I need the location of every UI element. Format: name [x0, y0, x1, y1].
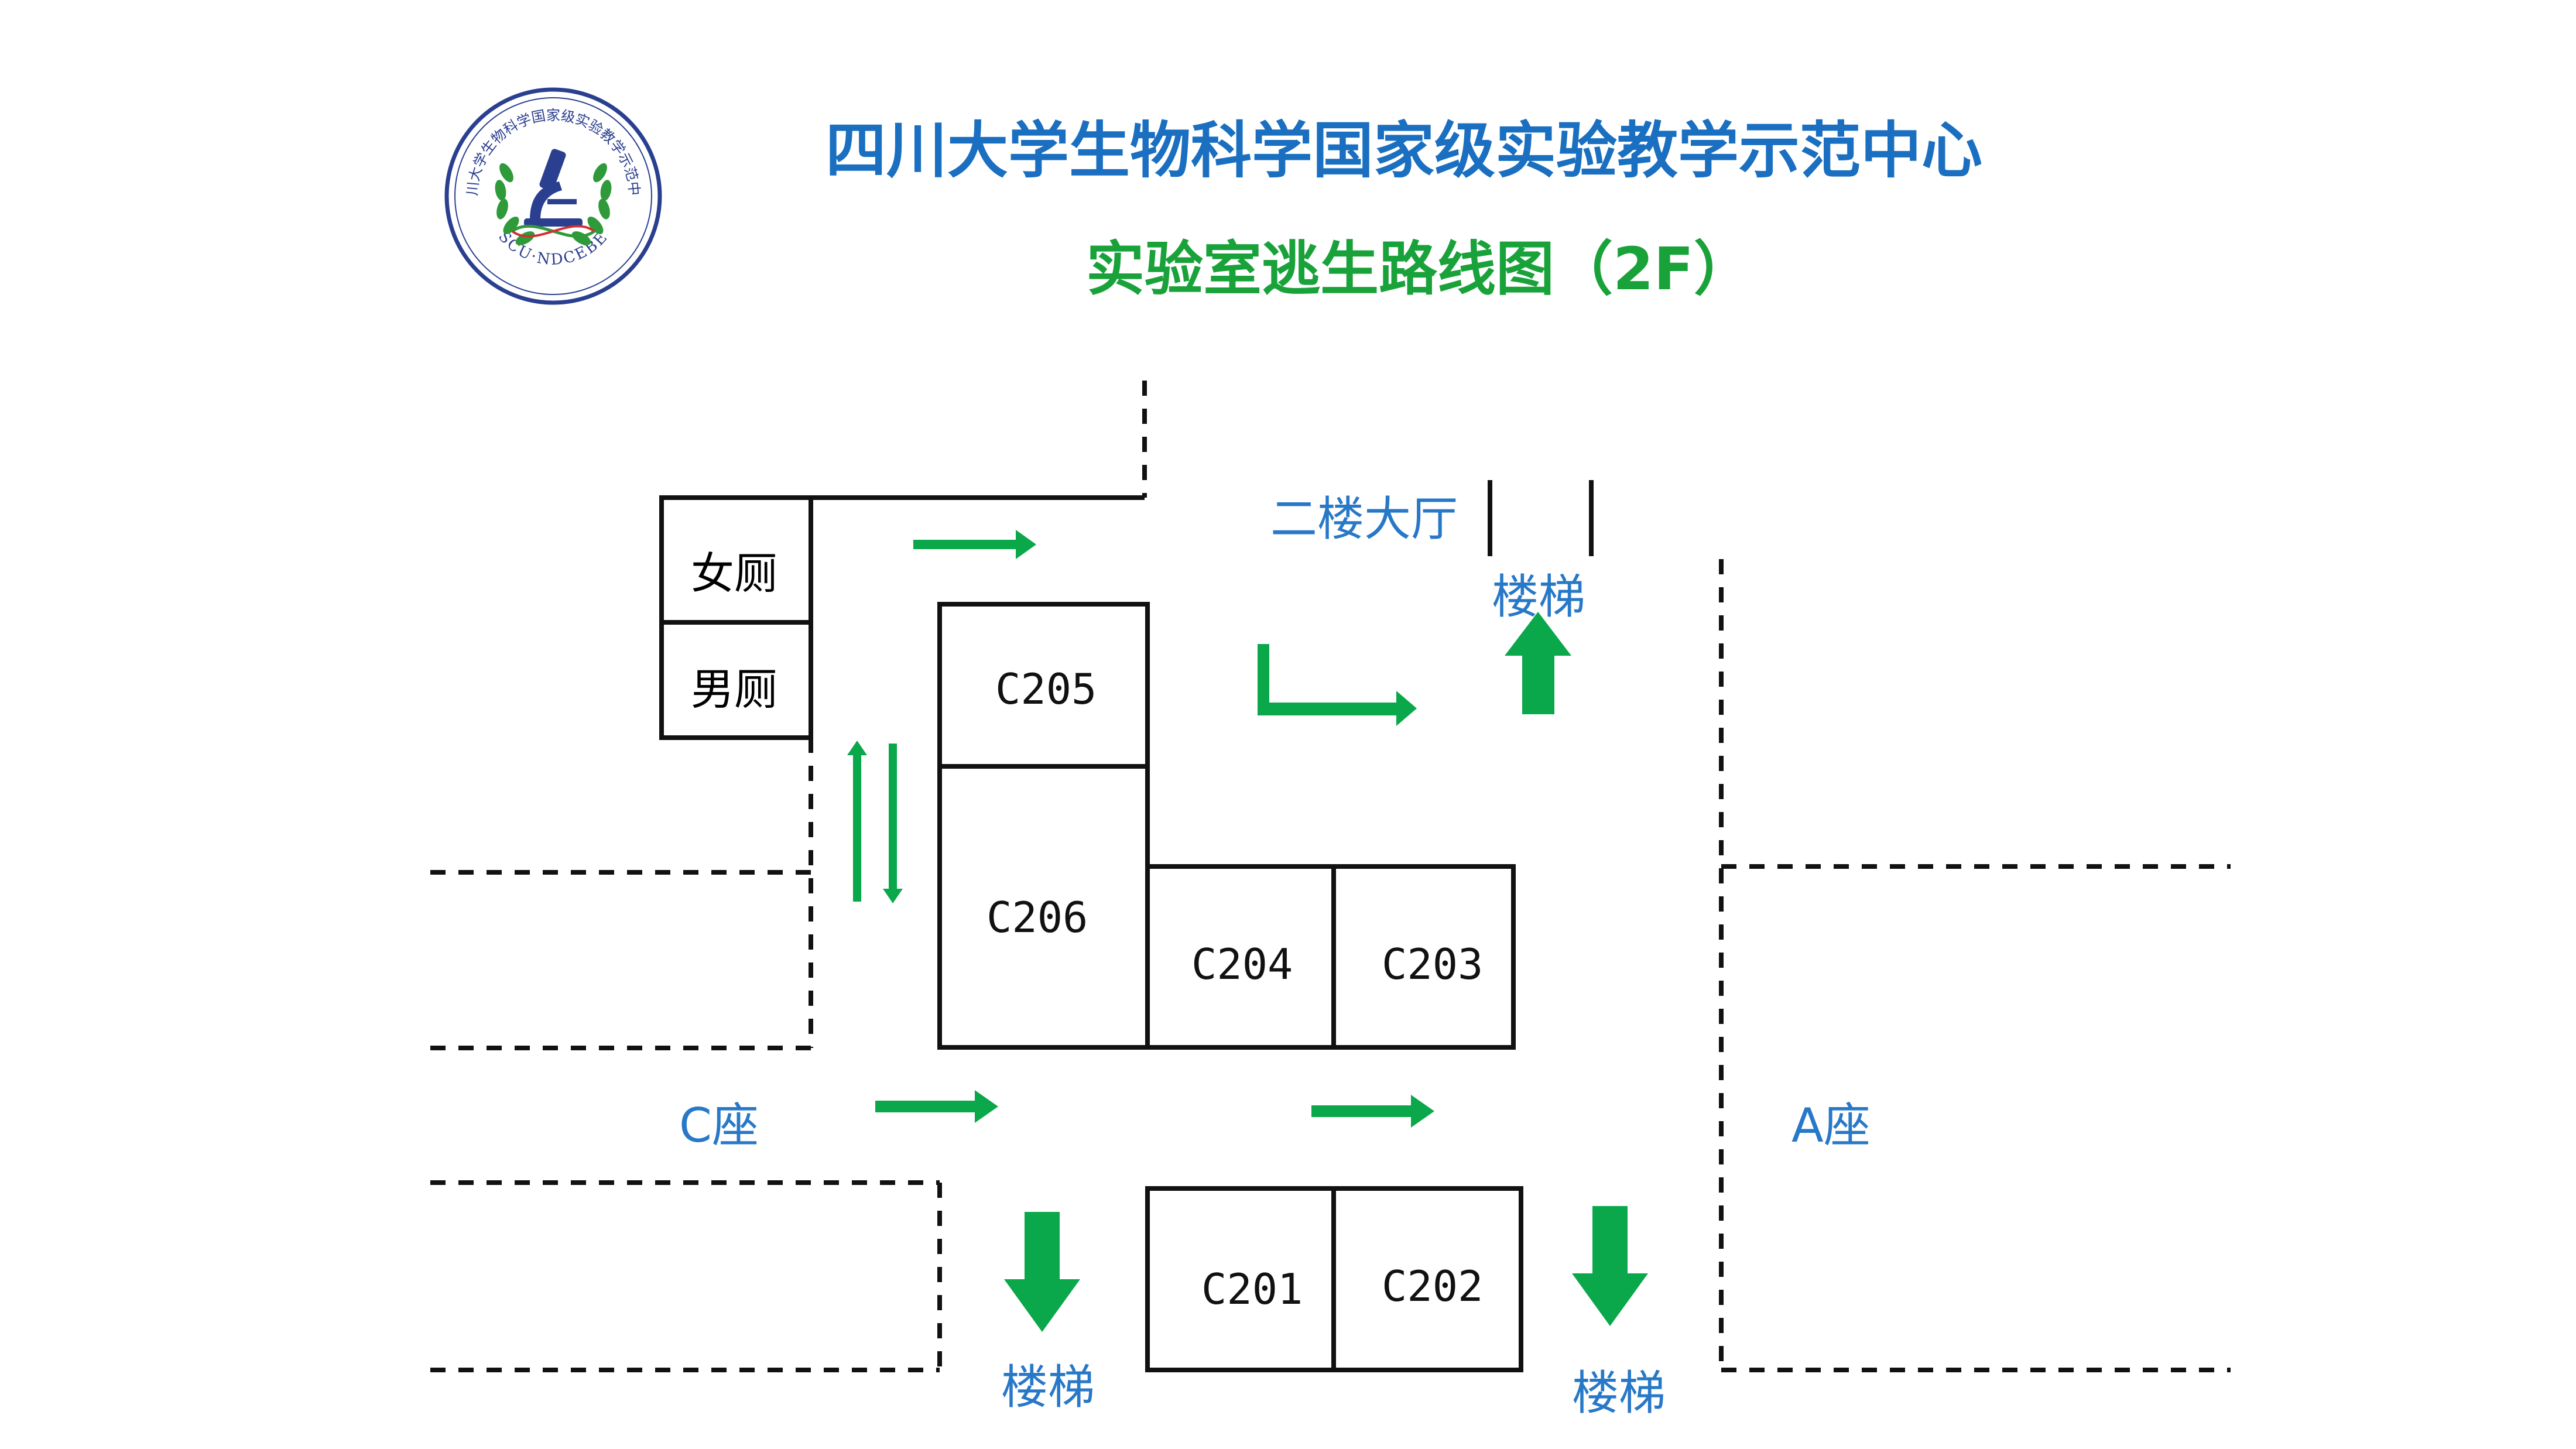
arrow-down-icon — [1004, 1212, 1080, 1332]
arrow-right-icon — [913, 530, 1036, 559]
arrow-down-icon — [1572, 1206, 1648, 1326]
walls — [430, 381, 2231, 1372]
room-c202-label: C202 — [1382, 1262, 1484, 1311]
stairs-bottom-left-label: 楼梯 — [1001, 1360, 1095, 1414]
room-c201-label: C201 — [1201, 1265, 1303, 1314]
wing-c-label: C座 — [679, 1098, 759, 1153]
arrow-right-icon — [875, 1090, 998, 1123]
second-floor-hall-label: 二楼大厅 — [1270, 492, 1458, 546]
page-title: 四川大学生物科学国家级实验教学示范中心 — [825, 115, 1983, 186]
escape-arrows — [847, 530, 1648, 1332]
page-subtitle: 实验室逃生路线图（2F） — [1086, 235, 1752, 303]
womens-restroom-label: 女厕 — [691, 549, 777, 599]
room-c204-label: C204 — [1191, 940, 1293, 989]
mens-restroom-box — [659, 620, 813, 740]
laurel-icon — [495, 163, 612, 245]
stairs-top-label: 楼梯 — [1492, 570, 1585, 624]
room-c203-label: C203 — [1382, 940, 1484, 989]
room-c205-label: C205 — [995, 664, 1097, 714]
arrow-down-icon — [883, 744, 903, 903]
mens-restroom-label: 男厕 — [691, 664, 777, 715]
arrow-up-icon — [1505, 612, 1571, 714]
arrow-up-icon — [847, 741, 867, 902]
wing-a-label: A座 — [1791, 1098, 1871, 1153]
room-c203-box — [1331, 864, 1516, 1050]
arrow-turn-right-icon — [1258, 644, 1417, 726]
room-c202-box — [1331, 1186, 1523, 1372]
logo-emblem: 四川大学生物科学国家级实验教学示范中心 SCU·NDCEBE — [442, 85, 662, 305]
microscope-icon — [524, 149, 583, 227]
stairs-bottom-right-label: 楼梯 — [1572, 1366, 1666, 1420]
arrow-right-icon — [1311, 1095, 1434, 1128]
room-c206-label: C206 — [986, 893, 1088, 942]
